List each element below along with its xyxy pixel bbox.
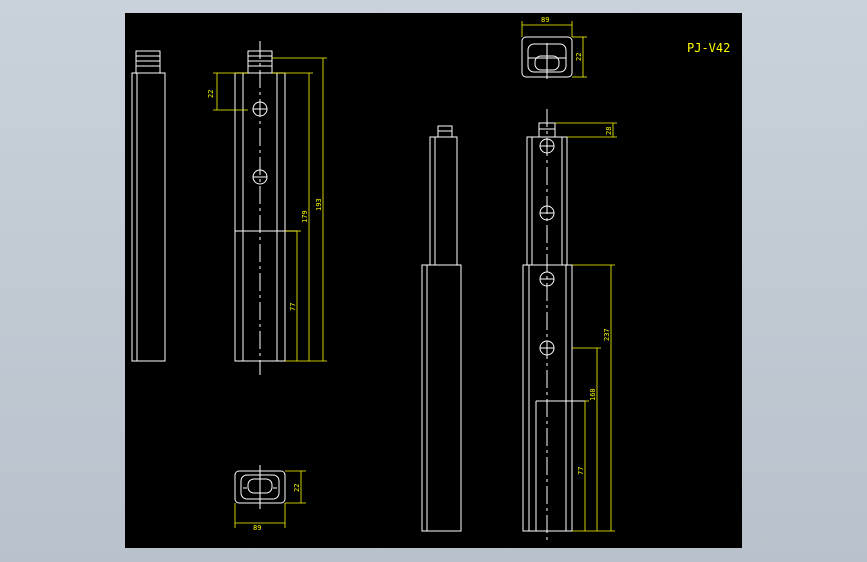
left-side-view: [131, 50, 166, 362]
dim-upper-179: 179: [301, 210, 309, 223]
upper-front-dimensions: 22 193 179 77: [207, 57, 327, 362]
middle-side-view: [421, 125, 462, 532]
dim-lower-height: 22: [293, 484, 301, 492]
upper-front-view: [234, 41, 297, 375]
dim-top-height: 22: [575, 53, 583, 61]
dim-right-160: 160: [589, 388, 597, 401]
dim-upper-193: 193: [315, 198, 323, 211]
cad-drawing: .w { stroke:#ffffff; stroke-width:1; fil…: [131, 16, 730, 543]
dim-lower-width: 89: [253, 524, 261, 532]
dim-right-77: 77: [577, 467, 585, 475]
drawing-title: PJ-V42: [687, 41, 730, 55]
top-cross-section: [521, 36, 573, 79]
cad-drawing-canvas: .w { stroke:#ffffff; stroke-width:1; fil…: [125, 13, 742, 548]
dim-right-237: 237: [603, 328, 611, 341]
dim-top-width: 89: [541, 16, 549, 24]
right-front-dimensions: 28 237 160 77: [555, 122, 617, 532]
bottom-cross-section: [234, 465, 286, 509]
top-cross-dimensions: 89 22: [521, 16, 587, 78]
dim-right-top: 28: [605, 127, 613, 135]
right-front-view: [522, 109, 585, 543]
bottom-cross-dimensions: 22 89: [234, 470, 306, 532]
dim-upper-77: 77: [289, 303, 297, 311]
dim-upper-offset: 22: [207, 90, 215, 98]
